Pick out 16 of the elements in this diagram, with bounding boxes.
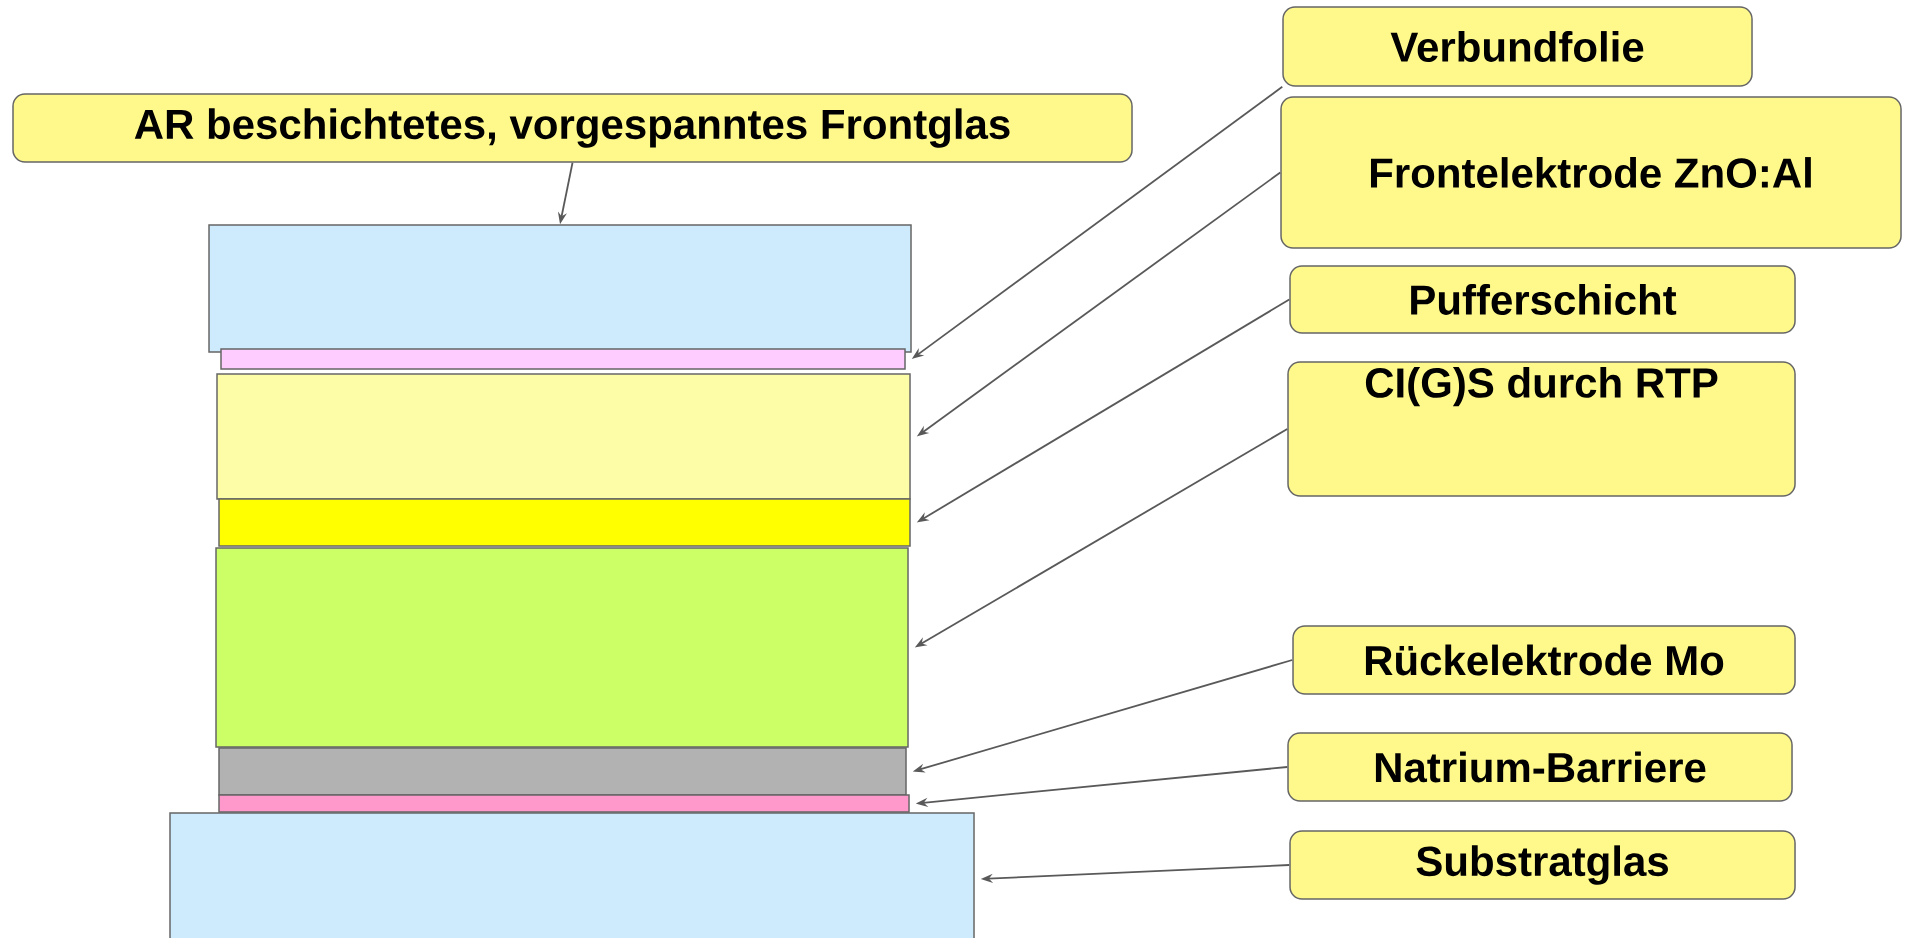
label-box: Rückelektrode Mo [1292, 625, 1796, 695]
label-box: Frontelektrode ZnO:Al [1280, 96, 1902, 249]
glass-layer [169, 812, 975, 938]
label-box: Natrium-Barriere [1287, 732, 1793, 802]
buffer-layer [218, 498, 911, 547]
barrier-layer [218, 794, 910, 813]
label-box: AR beschichtetes, vorgespanntes Frontglas [12, 93, 1133, 163]
glass-layer [208, 224, 912, 353]
electrode-layer [218, 747, 907, 796]
label-box: Pufferschicht [1289, 265, 1796, 334]
label-box: CI(G)S durch RTP [1287, 361, 1796, 497]
electrode-layer [216, 373, 911, 500]
foil-layer [220, 348, 906, 370]
label-box: Substratglas [1289, 830, 1796, 900]
label-box: Verbundfolie [1282, 6, 1753, 87]
absorber-layer [215, 547, 909, 748]
